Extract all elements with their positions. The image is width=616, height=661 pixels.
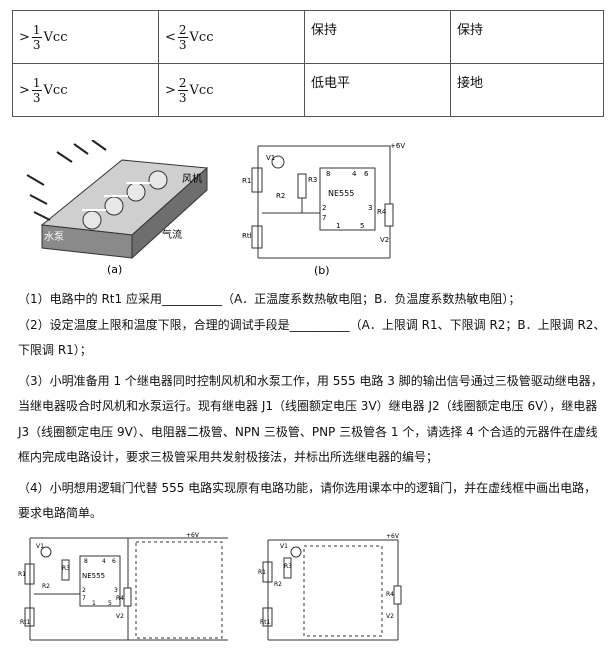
pin-label: 3 (114, 587, 118, 594)
thermistor-label: Rtl (242, 232, 252, 240)
pin-label: 5 (108, 600, 112, 607)
r4-label: R4 (377, 208, 387, 216)
table-cell: > 1 3 Vcc (12, 10, 159, 64)
v1-label: V1 (280, 543, 288, 550)
r2-label: R2 (276, 192, 285, 200)
question-4-line: （4）小明想用逻辑门代替 555 电路实现原有电路功能，请你选用课本中的逻辑门，… (18, 481, 597, 495)
fraction: 2 3 (177, 22, 188, 52)
cell-text: 低电平 (311, 76, 351, 91)
table-cell: > 1 3 Vcc (12, 63, 159, 117)
figure-caption: (a) (107, 263, 122, 276)
r2-label: R2 (42, 583, 50, 590)
operator: > (19, 29, 30, 45)
figure-a-duct-illustration: 风机 水泵 气流 (a) (26, 140, 209, 276)
unit: Vcc (43, 82, 68, 98)
v1-label: V1 (266, 154, 275, 162)
table-cell: 保持 (450, 10, 604, 64)
fraction-numerator: 2 (177, 22, 188, 38)
question-3-line: （3）小明准备用 1 个继电器同时控制风机和水泵工作，用 555 电路 3 脚的… (18, 374, 603, 388)
r1-label: R1 (18, 571, 26, 578)
table-cell: 低电平 (304, 63, 451, 117)
table-row: > 1 3 Vcc > 2 3 Vcc 低电平 接地 (12, 63, 604, 117)
fraction: 1 3 (31, 75, 42, 105)
r4-label: R4 (116, 595, 124, 602)
pin-label: 6 (112, 558, 116, 565)
r3-label: R3 (62, 565, 70, 572)
v2-label: V2 (380, 236, 389, 244)
airflow-label: 气流 (162, 228, 182, 241)
vcc-label: +6V (390, 142, 405, 150)
fraction-denominator: 3 (32, 37, 41, 52)
cell-text: 保持 (457, 23, 484, 38)
answer-circuit-left: +6V V1 R1 R2 R3 R4 Rt1 NE555 V2 8 4 6 2 … (18, 532, 228, 641)
pin-label: 8 (84, 558, 88, 565)
pin-label: 5 (360, 222, 364, 230)
vcc-label: +6V (186, 532, 200, 539)
dashed-answer-box (135, 541, 223, 639)
pin-label: 4 (352, 170, 357, 178)
answer-circuit-right: +6V V1 R1 R2 R3 R4 Rt1 V2 (258, 533, 402, 641)
v2-label: V2 (386, 613, 394, 620)
fraction-numerator: 1 (31, 22, 42, 38)
r1-label: R1 (258, 569, 266, 576)
fraction-denominator: 3 (32, 90, 41, 105)
pin-label: 8 (326, 170, 330, 178)
truth-table: > 1 3 Vcc < 2 3 Vcc 保持 保持 > (12, 10, 604, 117)
v1-label: V1 (36, 543, 44, 550)
cell-text: 保持 (311, 23, 338, 38)
chip-label: NE555 (82, 572, 105, 580)
fan-label: 风机 (182, 172, 202, 185)
question-2-line: （2）设定温度上限和温度下限，合理的调试手段是__________（A．上限调 … (18, 318, 606, 332)
r4-label: R4 (386, 591, 394, 598)
question-2-line: 下限调 R1）； (18, 343, 92, 357)
unit: Vcc (43, 29, 68, 45)
unit: Vcc (189, 29, 214, 45)
dashed-answer-box (303, 545, 383, 637)
pin-label: 2 (322, 204, 326, 212)
r3-label: R3 (284, 563, 292, 570)
fraction-denominator: 3 (178, 90, 187, 105)
pump-label: 水泵 (44, 231, 64, 243)
question-3-line: 当继电器吸合时风机和水泵运行。现有继电器 J1（线圈额定电压 3V）继电器 J2… (18, 399, 598, 413)
v2-label: V2 (116, 613, 124, 620)
fraction: 2 3 (177, 75, 188, 105)
r3-label: R3 (308, 176, 317, 184)
unit: Vcc (189, 82, 214, 98)
fraction: 1 3 (31, 22, 42, 52)
fraction-numerator: 2 (177, 75, 188, 91)
pin-label: 1 (336, 222, 340, 230)
fraction-denominator: 3 (178, 37, 187, 52)
pin-label: 7 (82, 595, 86, 602)
pin-label: 2 (82, 587, 86, 594)
cell-text: 接地 (457, 76, 484, 91)
table-cell: 保持 (304, 10, 451, 64)
question-1: （1）电路中的 Rt1 应采用__________（A．正温度系数热敏电阻；B．… (18, 292, 521, 306)
operator: < (165, 29, 176, 45)
pin-label: 4 (102, 558, 106, 565)
r2-label: R2 (274, 581, 282, 588)
table-cell: < 2 3 Vcc (158, 10, 305, 64)
pin-label: 3 (368, 204, 372, 212)
operator: > (19, 82, 30, 98)
figure-b-circuit: +6V V1 R1 R2 R3 R4 Rtl NE555 V2 8 4 6 2 … (242, 142, 405, 277)
thermistor-label: Rt1 (20, 619, 31, 626)
vcc-label: +6V (386, 533, 400, 540)
figure-caption: (b) (314, 264, 330, 277)
fraction-numerator: 1 (31, 75, 42, 91)
thermistor-label: Rt1 (260, 619, 271, 626)
question-3-line: J3（线圈额定电压 9V）、电阻器二极管、NPN 三极管、PNP 三极管各 1 … (18, 425, 598, 439)
table-row: > 1 3 Vcc < 2 3 Vcc 保持 保持 (12, 10, 604, 64)
pin-label: 1 (92, 600, 96, 607)
question-3-line: 框内完成电路设计，要求三极管采用共发射极接法，并标出所选继电器的编号； (18, 450, 439, 464)
table-cell: > 2 3 Vcc (158, 63, 305, 117)
table-cell: 接地 (450, 63, 604, 117)
pin-label: 7 (322, 214, 326, 222)
r1-label: R1 (242, 177, 251, 185)
chip-label: NE555 (328, 189, 354, 198)
question-4-line: 要求电路简单。 (18, 506, 103, 520)
pin-label: 6 (364, 170, 369, 178)
operator: > (165, 82, 176, 98)
